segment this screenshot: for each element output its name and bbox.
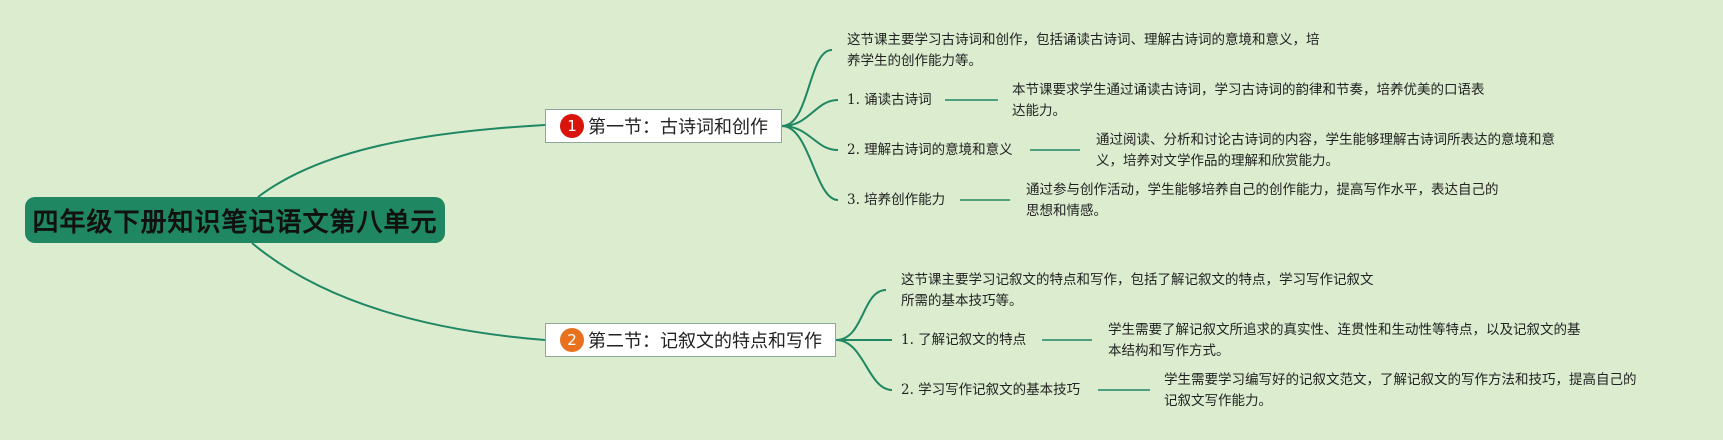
section-2-item-1[interactable]: 1. 了解记叙文的特点 xyxy=(901,332,1027,348)
section-title-1: 第一节：古诗词和创作 xyxy=(588,117,768,138)
section-2-summary[interactable]: 这节课主要学习记叙文的特点和写作，包括了解记叙文的特点，学习写作记叙文 所需的基… xyxy=(901,272,1374,309)
section-node-1[interactable]: 1 第一节：古诗词和创作 xyxy=(545,109,782,143)
section-1-summary[interactable]: 这节课主要学习古诗词和创作，包括诵读古诗词、理解古诗词的意境和意义，培 养学生的… xyxy=(847,32,1320,69)
section-1-item-2-detail[interactable]: 通过阅读、分析和讨论古诗词的内容，学生能够理解古诗词所表达的意境和意 义，培养对… xyxy=(1096,132,1555,169)
section-1-item-1-detail[interactable]: 本节课要求学生通过诵读古诗词，学习古诗词的韵律和节奏，培养优美的口语表 达能力。 xyxy=(1012,82,1485,119)
section-2-item-2[interactable]: 2. 学习写作记叙文的基本技巧 xyxy=(901,382,1081,398)
section-1-item-1[interactable]: 1. 诵读古诗词 xyxy=(847,92,932,108)
root-title: 四年级下册知识笔记语文第八单元 xyxy=(32,207,438,238)
root-topic[interactable]: 四年级下册知识笔记语文第八单元 xyxy=(25,197,445,243)
number-badge-2: 2 xyxy=(560,328,584,352)
section-1-item-2[interactable]: 2. 理解古诗词的意境和意义 xyxy=(847,142,1013,158)
section-2-item-2-detail[interactable]: 学生需要学习编写好的记叙文范文，了解记叙文的写作方法和技巧，提高自己的 记叙文写… xyxy=(1164,372,1637,409)
section-node-2[interactable]: 2 第二节：记叙文的特点和写作 xyxy=(545,323,836,357)
number-badge-1: 1 xyxy=(560,114,584,138)
section-1-item-3-detail[interactable]: 通过参与创作活动，学生能够培养自己的创作能力，提高写作水平，表达自己的 思想和情… xyxy=(1026,182,1499,219)
section-1-item-3[interactable]: 3. 培养创作能力 xyxy=(847,192,946,208)
section-title-2: 第二节：记叙文的特点和写作 xyxy=(588,331,822,352)
section-2-item-1-detail[interactable]: 学生需要了解记叙文所追求的真实性、连贯性和生动性等特点，以及记叙文的基 本结构和… xyxy=(1108,322,1581,359)
